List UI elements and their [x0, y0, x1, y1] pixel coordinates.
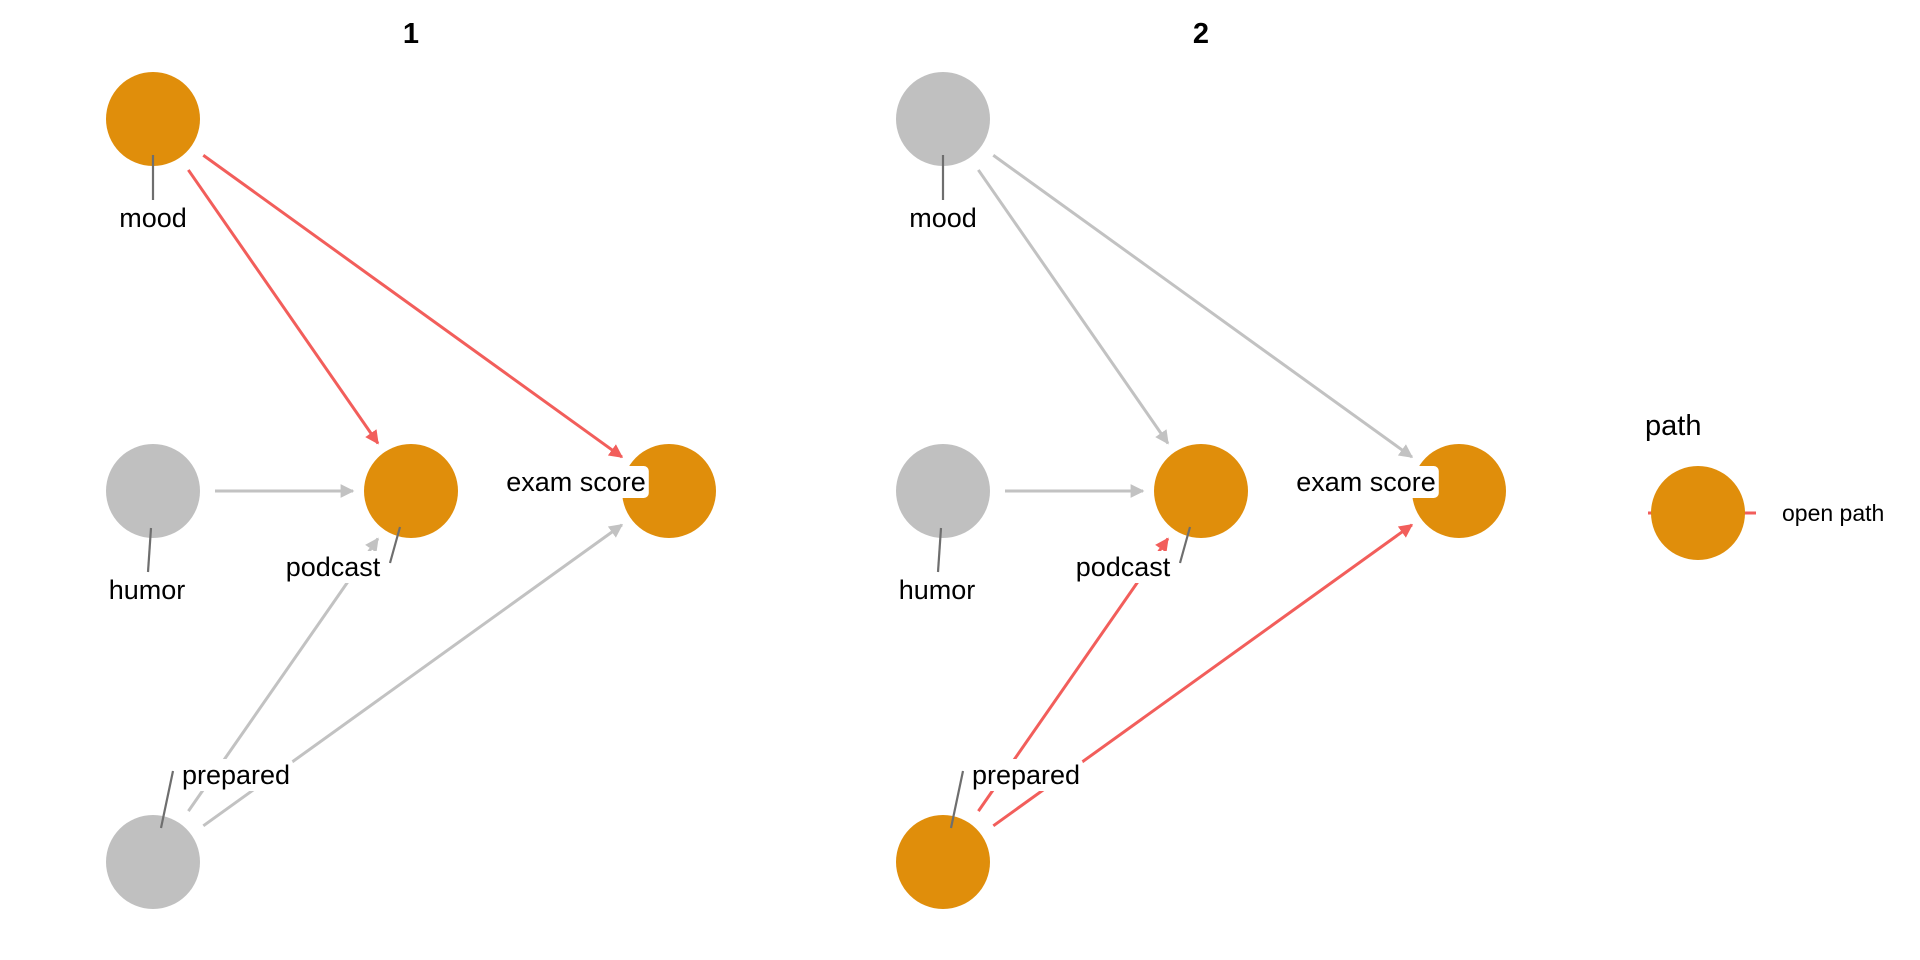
edge-mood-to-podcast: [977, 169, 1170, 445]
nodes-layer: [896, 72, 1506, 909]
edge-mood-to-exam-score: [202, 154, 624, 459]
node-mood: [106, 72, 200, 166]
label-leader-podcast: [388, 526, 402, 564]
label-background-podcast: [1072, 551, 1174, 583]
node-mood: [896, 72, 990, 166]
node-label-podcast: podcast: [286, 552, 381, 582]
label-leader-prepared: [949, 770, 965, 829]
label-leader-humor: [146, 527, 153, 573]
node-prepared: [896, 815, 990, 909]
label-leader-prepared: [159, 770, 175, 829]
panel-title: 1: [403, 18, 419, 50]
node-label-humor: humor: [899, 575, 976, 605]
labels-layer: mood humor podcast exam score prepared: [895, 155, 1439, 829]
node-podcast: [364, 444, 458, 538]
label-background-prepared: [178, 759, 294, 791]
label-background-mood: [906, 202, 980, 234]
label-background-humor: [895, 574, 979, 606]
label-background-podcast: [282, 551, 384, 583]
label-background-prepared: [968, 759, 1084, 791]
label-leader-humor: [936, 527, 943, 573]
node-label-prepared: prepared: [972, 760, 1080, 790]
node-label-podcast: podcast: [1076, 552, 1171, 582]
node-label-exam-score: exam score: [506, 467, 646, 497]
legend-label-open-path: open path: [1782, 500, 1884, 526]
node-humor: [106, 444, 200, 538]
node-label-humor: humor: [109, 575, 186, 605]
edge-mood-to-podcast: [187, 169, 380, 445]
node-label-prepared: prepared: [182, 760, 290, 790]
node-prepared: [106, 815, 200, 909]
legend-title: path: [1645, 410, 1701, 442]
node-humor: [896, 444, 990, 538]
label-background-humor: [105, 574, 189, 606]
label-background-mood: [116, 202, 190, 234]
node-label-exam-score: exam score: [1296, 467, 1436, 497]
node-podcast: [1154, 444, 1248, 538]
legend-key-node: [1651, 466, 1745, 560]
legend: path open path: [1645, 410, 1884, 560]
label-leader-podcast: [1178, 526, 1192, 564]
panel-2: 2 mood humor podcast exam score prepared: [895, 18, 1506, 909]
label-background-exam-score: [1293, 466, 1439, 498]
node-label-mood: mood: [119, 203, 187, 233]
label-background-exam-score: [503, 466, 649, 498]
edge-mood-to-exam-score: [992, 154, 1414, 459]
labels-layer: mood humor podcast exam score prepared: [105, 155, 649, 829]
panel-1: 1 mood humor podcast exam score prepared: [105, 18, 716, 909]
panel-title: 2: [1193, 18, 1209, 50]
nodes-layer: [106, 72, 716, 909]
node-label-mood: mood: [909, 203, 977, 233]
